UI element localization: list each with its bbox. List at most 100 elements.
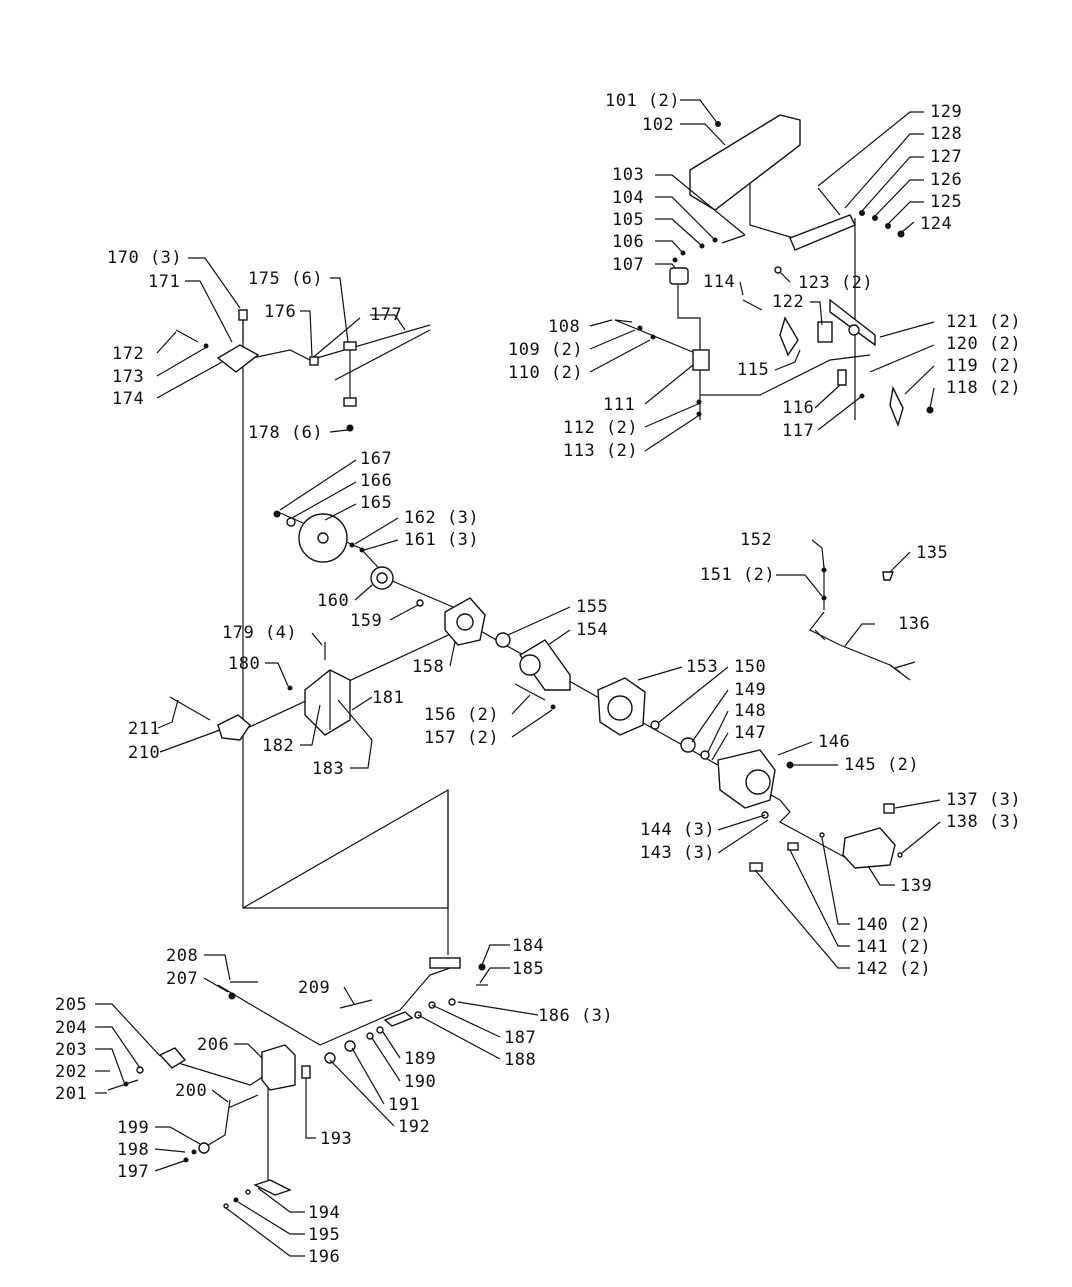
callout-182: 182 [262, 736, 294, 756]
callout-178: 178 (6) [248, 423, 323, 443]
callout-125: 125 [930, 192, 962, 212]
callout-193: 193 [320, 1129, 352, 1149]
callout-203: 203 [55, 1040, 87, 1060]
callout-201: 201 [55, 1084, 87, 1104]
block-111 [692, 349, 710, 371]
callout-183: 183 [312, 759, 344, 779]
callout-135: 135 [916, 543, 948, 563]
plate-210 [217, 714, 251, 741]
callout-115: 115 [737, 360, 769, 380]
callout-191: 191 [388, 1095, 420, 1115]
callout-177: 177 [370, 305, 402, 325]
callout-198: 198 [117, 1140, 149, 1160]
callout-105: 105 [612, 210, 644, 230]
callout-180: 180 [228, 654, 260, 674]
cord-136 [809, 611, 911, 681]
callout-145: 145 (2) [844, 755, 919, 775]
callout-192: 192 [398, 1117, 430, 1137]
callout-189: 189 [404, 1049, 436, 1069]
callout-190: 190 [404, 1072, 436, 1092]
leader-lines [95, 99, 941, 1257]
callout-143: 143 (3) [640, 843, 715, 863]
callout-181: 181 [372, 688, 404, 708]
knob-107 [669, 267, 689, 285]
clamp-122 [817, 321, 833, 343]
bracket-127 [789, 214, 856, 251]
callout-140: 140 (2) [856, 915, 931, 935]
bracket-116 [837, 369, 847, 386]
callout-128: 128 [930, 124, 962, 144]
bracket-184 [429, 957, 461, 969]
callout-175: 175 (6) [248, 269, 323, 289]
callout-121: 121 (2) [946, 312, 1021, 332]
callout-211: 211 [128, 719, 160, 739]
callout-112: 112 (2) [563, 418, 638, 438]
callout-136: 136 [898, 614, 930, 634]
callout-141: 141 (2) [856, 937, 931, 957]
callout-148: 148 [734, 701, 766, 721]
callout-207: 207 [166, 969, 198, 989]
callout-204: 204 [55, 1018, 87, 1038]
callout-106: 106 [612, 232, 644, 252]
callout-206: 206 [197, 1035, 229, 1055]
callout-200: 200 [175, 1081, 207, 1101]
callout-146: 146 [818, 732, 850, 752]
callout-161: 161 (3) [404, 530, 479, 550]
callout-153: 153 [686, 657, 718, 677]
callout-165: 165 [360, 493, 392, 513]
callout-166: 166 [360, 471, 392, 491]
callout-109: 109 (2) [508, 340, 583, 360]
callout-139: 139 [900, 876, 932, 896]
callout-156: 156 (2) [424, 705, 499, 725]
saw-blade-165 [298, 513, 348, 563]
plate-121 [829, 298, 876, 347]
bracket-194 [253, 1179, 292, 1196]
callout-labels: 101 (2) 102 103 104 105 106 107 108 109 … [55, 91, 1021, 1267]
callout-187: 187 [504, 1028, 536, 1048]
callout-155: 155 [576, 597, 608, 617]
riving-knife-115 [779, 316, 799, 357]
callout-209: 209 [298, 978, 330, 998]
callout-179: 179 (4) [222, 623, 297, 643]
callout-170: 170 (3) [107, 248, 182, 268]
cover-139 [842, 827, 896, 869]
plate-174 [216, 344, 260, 373]
callout-152: 152 [740, 530, 772, 550]
callout-116: 116 [782, 398, 814, 418]
callout-185: 185 [512, 959, 544, 979]
callout-110: 110 (2) [508, 363, 583, 383]
callout-103: 103 [612, 165, 644, 185]
callout-111: 111 [603, 395, 635, 415]
handle-205 [158, 1047, 187, 1069]
callout-147: 147 [734, 723, 766, 743]
callout-123: 123 (2) [798, 273, 873, 293]
callout-151: 151 (2) [700, 565, 775, 585]
callout-117: 117 [782, 421, 814, 441]
callout-101: 101 (2) [605, 91, 680, 111]
callout-188: 188 [504, 1050, 536, 1070]
callout-114: 114 [703, 272, 735, 292]
callout-142: 142 (2) [856, 959, 931, 979]
callout-195: 195 [308, 1225, 340, 1245]
armature-154 [518, 639, 571, 691]
nut-137 [883, 803, 895, 814]
callout-113: 113 (2) [563, 441, 638, 461]
callout-122: 122 [772, 292, 804, 312]
callout-176: 176 [264, 302, 296, 322]
callout-119: 119 (2) [946, 356, 1021, 376]
callout-210: 210 [128, 743, 160, 763]
callout-127: 127 [930, 147, 962, 167]
callout-172: 172 [112, 344, 144, 364]
callout-108: 108 [548, 317, 580, 337]
rod-177 [309, 324, 431, 361]
callout-208: 208 [166, 946, 198, 966]
callout-159: 159 [350, 611, 382, 631]
callout-154: 154 [576, 620, 608, 640]
callout-202: 202 [55, 1062, 87, 1082]
callout-138: 138 (3) [946, 812, 1021, 832]
callout-129: 129 [930, 102, 962, 122]
rod-209 [339, 999, 373, 1009]
callout-171: 171 [148, 272, 180, 292]
clip-175 [343, 341, 357, 351]
